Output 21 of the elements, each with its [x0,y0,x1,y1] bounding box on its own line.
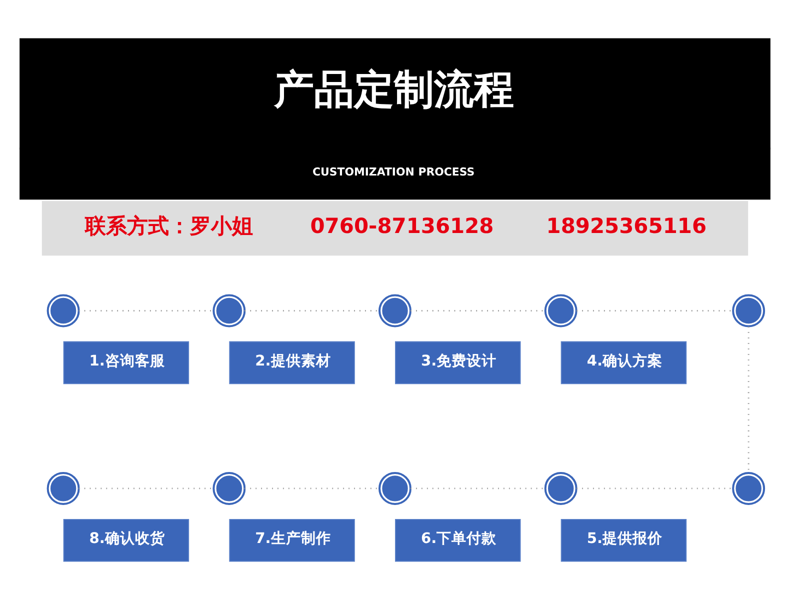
node-circle [544,294,578,328]
node-box: 5.提供报价 [560,518,687,562]
node-box: 2.提供素材 [229,341,355,384]
diagram-title: 产品定制流程 [274,67,514,114]
node-circle [212,294,246,328]
node-circle [212,472,246,505]
node-box: 4.确认方案 [560,341,687,384]
node-box: 3.免费设计 [395,341,521,384]
node-box: 7.生产制作 [229,518,355,562]
node-circle [544,472,578,505]
node-circle [378,294,412,328]
node-circle [732,472,766,505]
node-box: 6.下单付款 [395,518,521,562]
node-circle [378,472,412,505]
node-circle [732,294,766,328]
node-circle [46,294,80,328]
node-box: 8.确认收货 [63,518,190,562]
label: CUSTOMIZATION PROCESS [312,166,475,179]
node-circle [46,472,80,505]
node-box: 联系方式：罗小姐 0760-87136128 18925365116 [42,200,748,256]
node-box: 1.咨询客服 [63,341,190,384]
